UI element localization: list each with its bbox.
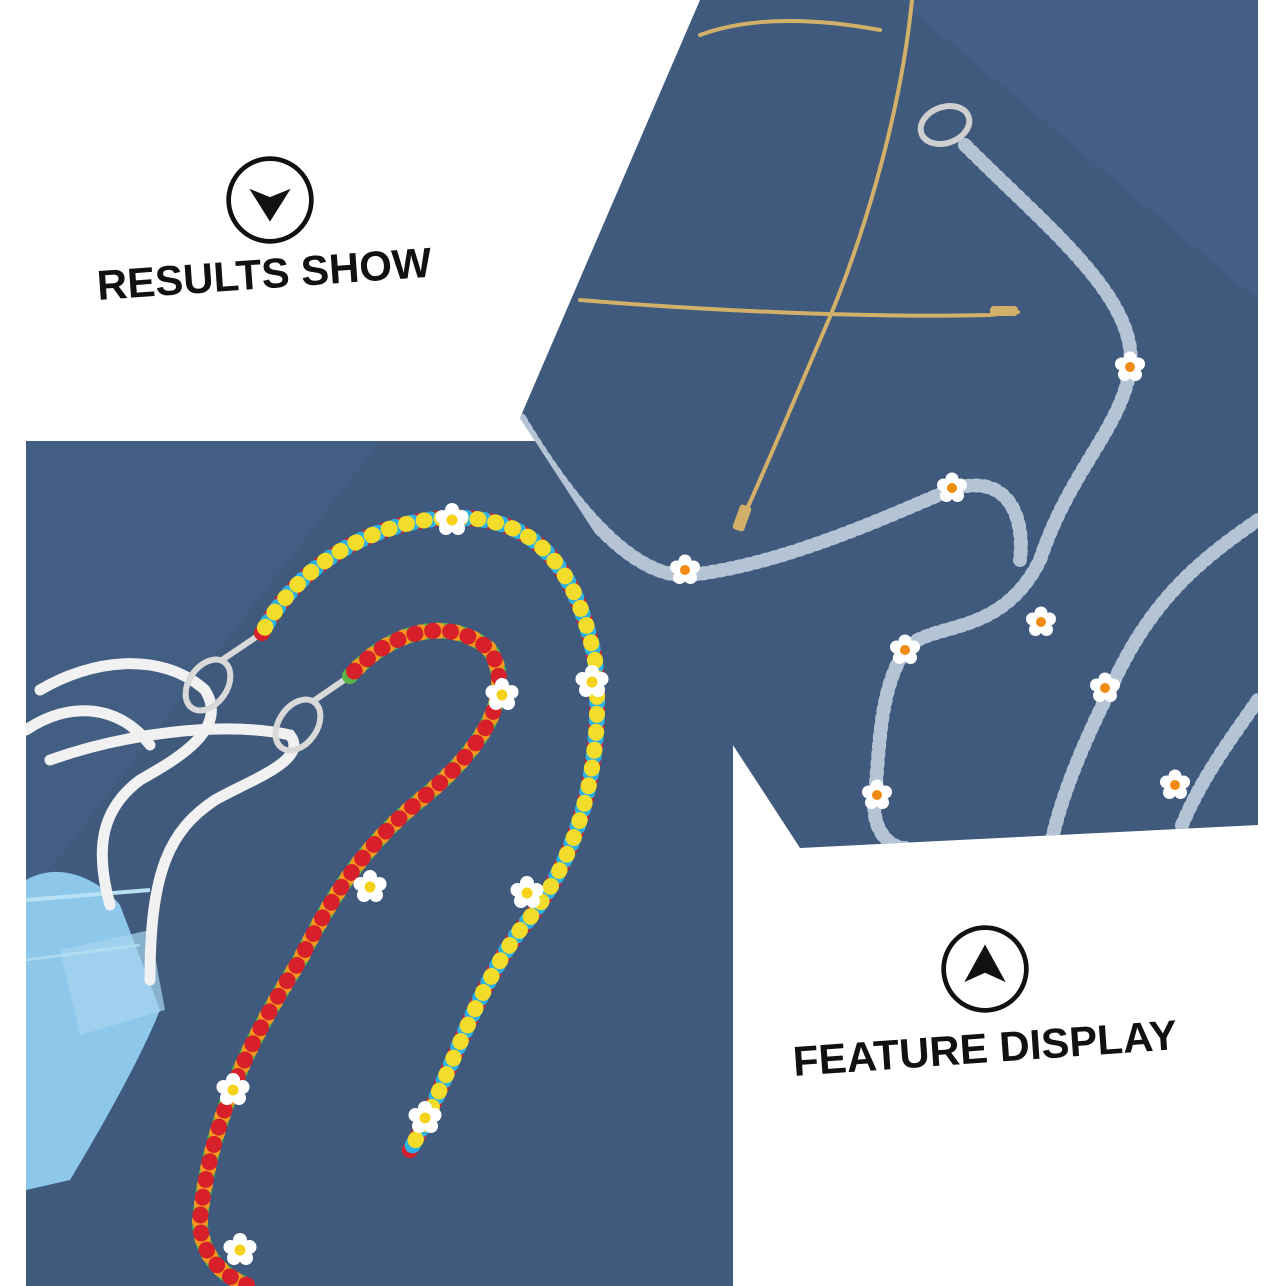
- chevron-up-circle-icon: [941, 925, 1029, 1013]
- ear-loops: [26, 658, 300, 986]
- photo-backdrop-right: [520, 0, 1258, 848]
- lobster-clasps: [182, 630, 352, 754]
- photo-clear-chain: [520, 0, 1258, 848]
- face-mask: [26, 871, 165, 1190]
- photo-rainbow-chain: [26, 441, 733, 1286]
- chevron-down-circle-icon: [226, 156, 314, 244]
- gold-glasses-frame: [578, 0, 1020, 522]
- rainbow-bead-strands: [191, 509, 606, 1286]
